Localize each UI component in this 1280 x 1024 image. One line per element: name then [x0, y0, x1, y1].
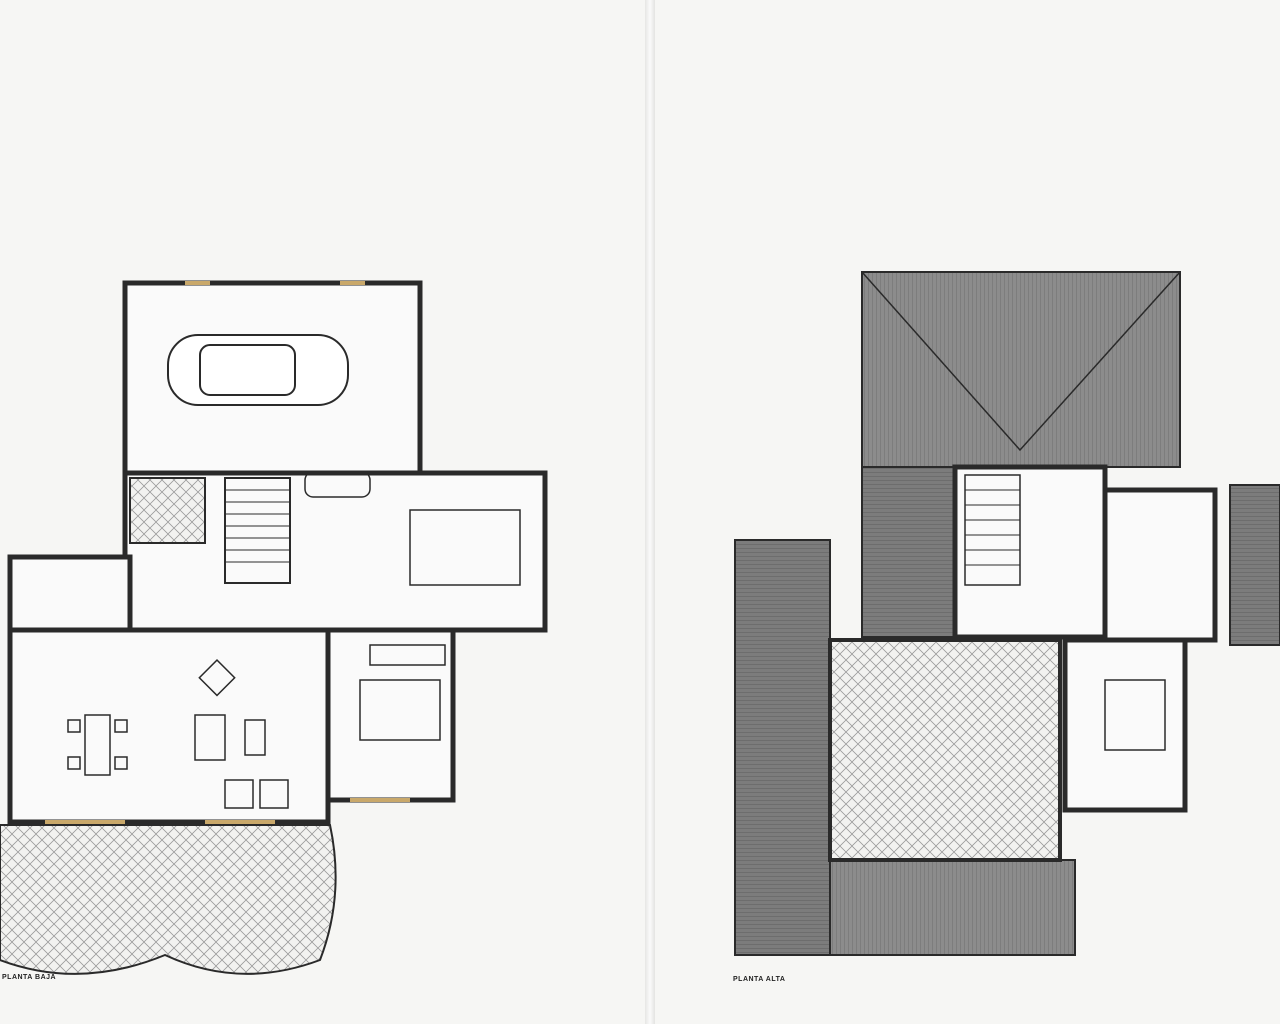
- roof-middle: [861, 466, 958, 638]
- car: [167, 334, 349, 406]
- dining-table: [67, 714, 128, 776]
- bed: [409, 509, 521, 586]
- ground-floor-plan: [0, 280, 548, 975]
- book-fold: [645, 0, 655, 1024]
- bathtub: [304, 471, 371, 498]
- windows: [45, 281, 410, 824]
- ground-floor-label: PLANTA BAJA: [2, 974, 57, 981]
- kitchen: [7, 554, 133, 635]
- living-dining: [7, 627, 331, 825]
- upper-bed: [1104, 679, 1166, 751]
- bed-2: [359, 679, 441, 741]
- upper-terrace: [828, 638, 1062, 862]
- upper-floor-label: PLANTA ALTA: [733, 976, 786, 983]
- staircase: [224, 477, 291, 584]
- upper-bedroom: [1062, 637, 1188, 813]
- upper-floor-plan: [734, 271, 1280, 956]
- upper-room-east: [1102, 487, 1218, 643]
- west-roof: [734, 539, 831, 956]
- upper-staircase: [964, 474, 1021, 586]
- core-rooms: [122, 470, 548, 633]
- entry-hall: [129, 477, 206, 544]
- east-roof: [1229, 484, 1280, 646]
- upper-core: [952, 464, 1108, 640]
- main-roof: [861, 271, 1181, 468]
- terrace: [0, 824, 337, 975]
- south-roof: [829, 859, 1076, 956]
- wardrobe: [369, 644, 446, 666]
- bedroom: [325, 627, 456, 803]
- sofa-set: [194, 658, 289, 809]
